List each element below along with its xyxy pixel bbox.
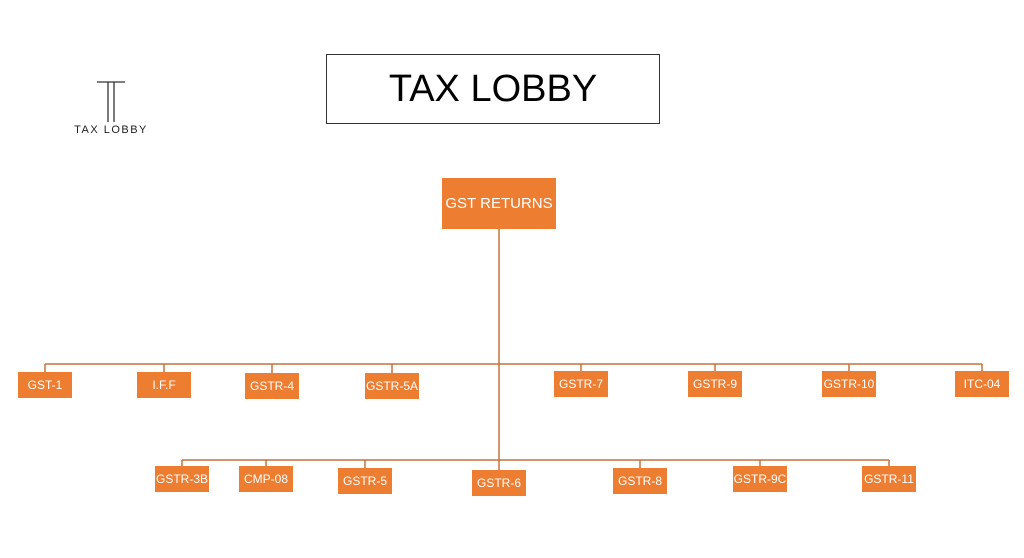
node-row1: GST-1 xyxy=(18,372,72,398)
node-row1: I.F.F xyxy=(137,372,191,398)
node-row1: GSTR-4 xyxy=(245,373,299,399)
node-row2: GSTR-9C xyxy=(733,466,787,492)
node-row1: GSTR-7 xyxy=(554,371,608,397)
node-row2: GSTR-11 xyxy=(862,466,916,492)
node-row2: CMP-08 xyxy=(239,466,293,492)
node-row1: GSTR-10 xyxy=(822,371,876,397)
node-row2: GSTR-6 xyxy=(472,470,526,496)
node-row1: GSTR-5A xyxy=(365,373,419,399)
brand-logo: TAX LOBBY xyxy=(70,80,152,140)
page-title: TAX LOBBY xyxy=(326,54,660,124)
node-row2: GSTR-3B xyxy=(155,466,209,492)
node-row2: GSTR-5 xyxy=(338,468,392,494)
root-node: GST RETURNS xyxy=(442,178,556,229)
node-row1: ITC-04 xyxy=(955,371,1009,397)
pillar-icon xyxy=(97,81,125,122)
logo-text: TAX LOBBY xyxy=(74,124,148,136)
node-row1: GSTR-9 xyxy=(688,371,742,397)
node-row2: GSTR-8 xyxy=(613,468,667,494)
